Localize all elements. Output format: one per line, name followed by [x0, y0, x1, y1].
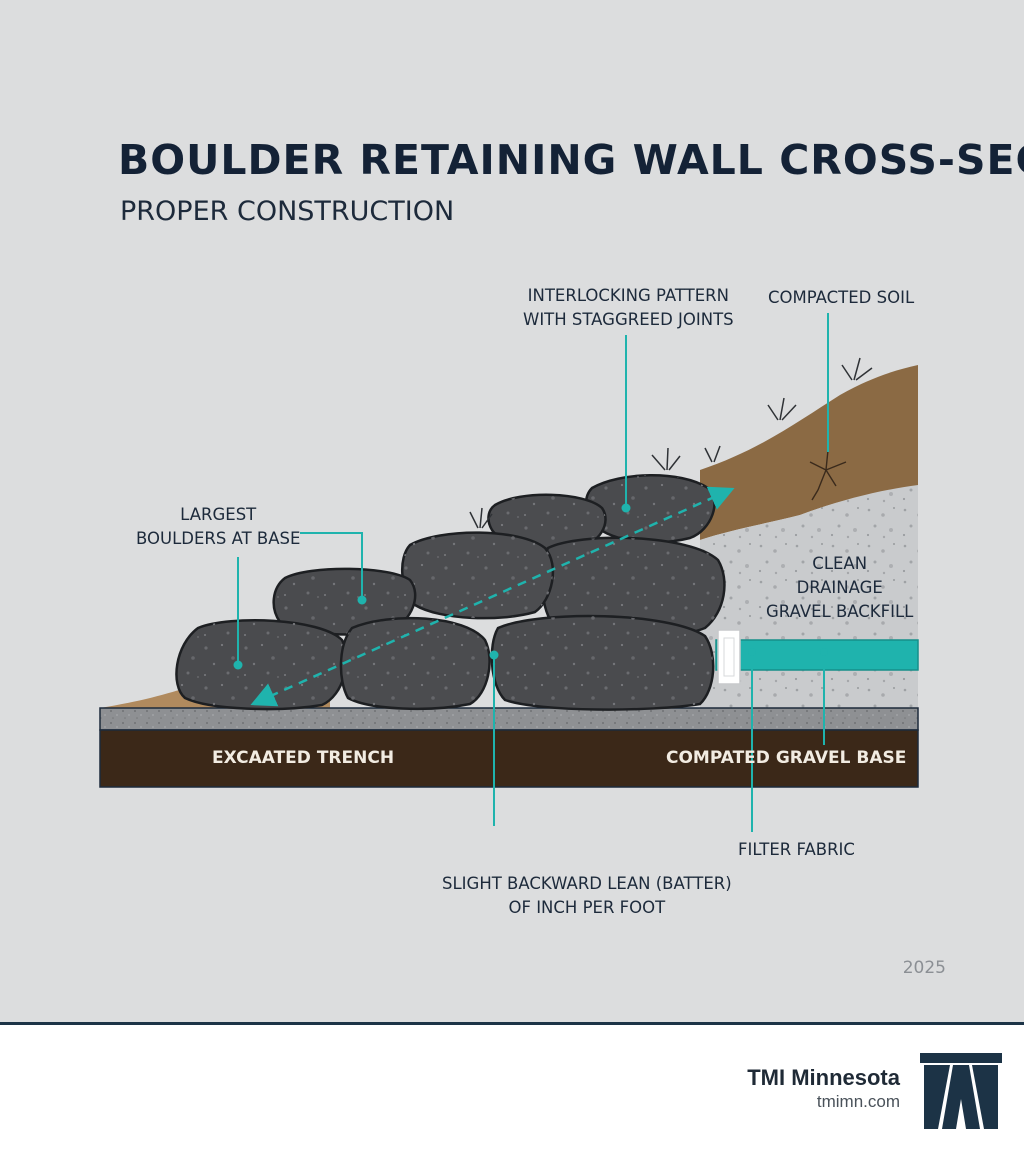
page-title: BOULDER RETAINING WALL CROSS-SECTION	[118, 136, 1024, 184]
batter-arrow	[250, 486, 735, 707]
leader-dot-icon	[233, 503, 828, 670]
compacted-soil-slope	[700, 365, 918, 540]
diagram-canvas: BOULDER RETAINING WALL CROSS-SECTION PRO…	[0, 0, 1024, 1025]
leader-lines	[237, 313, 829, 832]
page-subtitle: PROPER CONSTRUCTION	[120, 196, 455, 227]
label-batter: SLIGHT BACKWARD LEAN (BATTER) OF INCH PE…	[442, 874, 732, 917]
drain-pipe	[715, 639, 919, 671]
label-excavated-trench: EXCAATED TRENCH	[212, 748, 395, 768]
label-compacted-gravel-base: COMPATED GRAVEL BASE	[666, 748, 907, 768]
tmi-logo-icon	[920, 1053, 1002, 1129]
brand-block: TMI Minnesota tmimn.com	[747, 1065, 900, 1113]
year-label: 2025	[902, 958, 946, 978]
label-filter-fabric: FILTER FABRIC	[738, 840, 855, 859]
brand-name: TMI Minnesota	[747, 1065, 900, 1090]
label-interlocking-pattern: INTERLOCKING PATTERN WITH STAGGREED JOIN…	[523, 286, 734, 329]
label-drainage-gravel: CLEAN DRAINAGE GRAVEL BACKFILL	[766, 554, 914, 621]
label-compacted-soil: COMPACTED SOIL	[768, 288, 915, 307]
excavated-trench	[99, 729, 919, 788]
cross-section-illustration	[99, 313, 919, 832]
footer-divider	[0, 1022, 1024, 1025]
compacted-gravel-base-layer	[99, 707, 919, 731]
brand-url[interactable]: tmimn.com	[816, 1092, 900, 1111]
label-largest-boulders: LARGEST BOULDERS AT BASE	[136, 505, 301, 548]
footer: TMI Minnesota tmimn.com	[0, 1025, 1024, 1154]
root-icon	[809, 449, 847, 501]
